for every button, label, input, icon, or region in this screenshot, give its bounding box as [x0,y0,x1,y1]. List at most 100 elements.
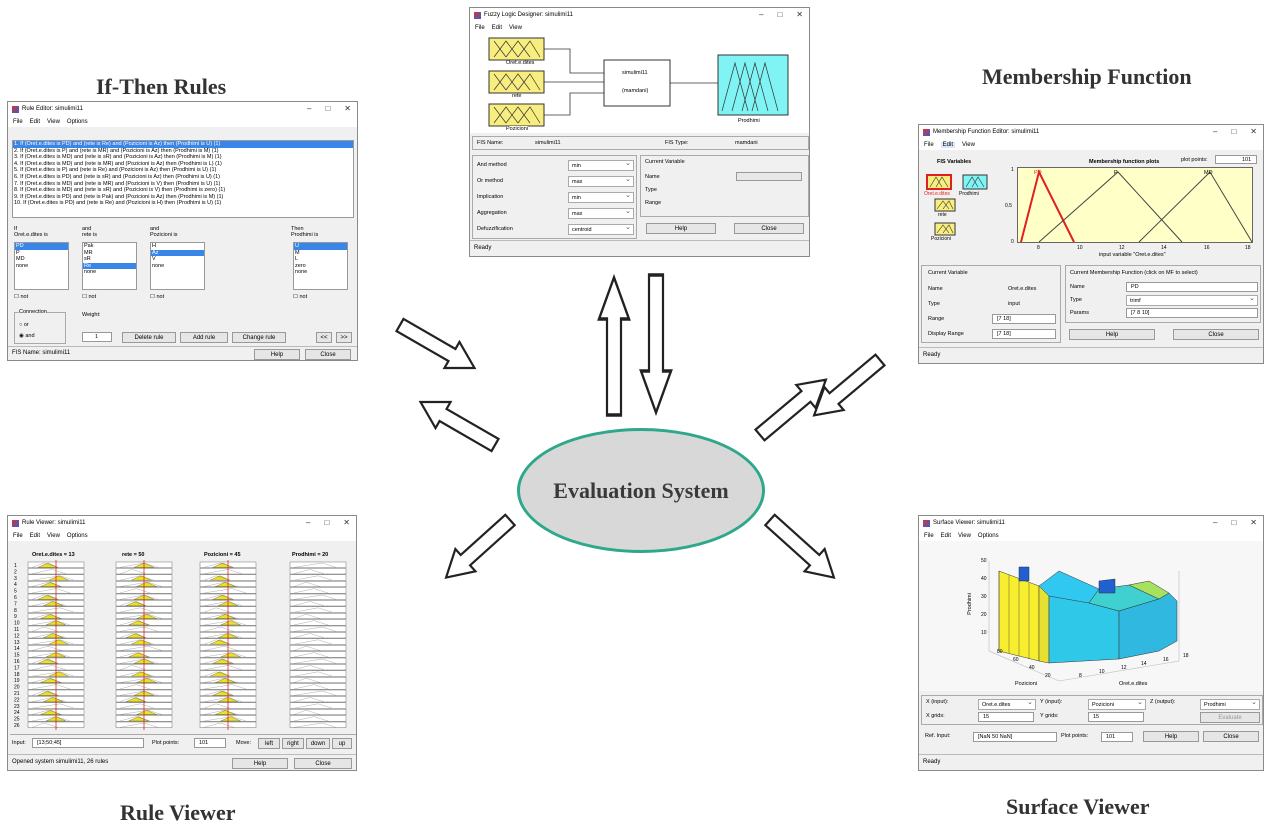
list-item[interactable]: none [84,269,97,276]
list-item[interactable]: none [16,262,29,269]
close-icon[interactable]: ✕ [1250,127,1257,136]
change-rule-button[interactable]: Change rule [232,332,286,343]
close-button[interactable]: Close [1173,329,1259,340]
menu-file[interactable]: File [475,24,485,31]
x-grids-input[interactable]: 15 [978,712,1034,722]
method-select[interactable]: min [568,159,634,171]
close-icon[interactable]: ✕ [1250,518,1257,527]
mf-md-curve[interactable] [1138,171,1253,243]
menu-view[interactable]: View [958,532,971,539]
method-select[interactable]: centroid [568,223,634,235]
menu-file[interactable]: File [924,141,934,148]
list-item[interactable]: Pak [84,243,94,249]
rule-item[interactable]: 8. If (Oret.e.dites is MD) and (rete is … [14,187,226,194]
list-item[interactable]: L [295,256,299,263]
menu-file[interactable]: File [924,532,934,539]
close-button[interactable]: Close [1203,731,1259,742]
list-item[interactable]: Az [151,249,204,257]
input-box-1[interactable] [488,37,545,61]
mf-pd-curve[interactable] [1020,169,1075,243]
list-item[interactable]: U [294,243,347,250]
y-input-select[interactable]: Pozicioni [1088,698,1146,710]
rule-item[interactable]: 5. If (Oret.e.dites is P) and (rete is R… [14,167,217,174]
rule-item[interactable]: 7. If (Oret.e.dites is MD) and (rete is … [14,180,221,187]
minimize-icon[interactable]: – [307,104,312,113]
plot-points-input[interactable]: 101 [1215,155,1257,164]
move-up-button[interactable]: up [332,738,352,749]
menu-file[interactable]: File [13,118,23,125]
maximize-icon[interactable]: □ [324,518,330,527]
rule-item[interactable]: 9. If (Oret.e.dites is PD) and (rete is … [14,193,224,200]
help-button[interactable]: Help [1069,329,1155,340]
help-button[interactable]: Help [646,223,716,234]
mf-params-input[interactable]: [7 8 10] [1126,308,1258,318]
minimize-icon[interactable]: – [759,10,764,19]
mf-p-curve[interactable] [1038,171,1183,243]
rule-viewer-plot[interactable]: 1234567891011121314151617181920212223242… [12,560,352,730]
not-checkbox[interactable]: ☐ not [14,294,29,300]
close-icon[interactable]: ✕ [344,104,351,113]
input-field[interactable]: [13;50;45] [32,738,144,748]
move-right-button[interactable]: right [282,738,304,749]
list-item[interactable]: none [295,269,308,276]
rule-item[interactable]: 4. If (Oret.e.dites is MD) and (rete is … [14,160,222,167]
close-button[interactable]: Close [294,758,352,769]
weight-input[interactable]: 1 [82,332,112,342]
menu-options[interactable]: Options [66,118,88,125]
add-rule-button[interactable]: Add rule [180,332,228,343]
rule-item[interactable]: 3. If (Oret.e.dites is MD) and (rete is … [14,154,222,161]
list-item[interactable]: sR [84,256,91,263]
move-down-button[interactable]: down [306,738,330,749]
maximize-icon[interactable]: □ [1231,127,1237,136]
system-box[interactable] [603,59,671,107]
close-button[interactable]: Close [305,349,351,360]
minimize-icon[interactable]: – [1213,127,1218,136]
rules-list[interactable]: 1. If (Oret.e.dites is PD) and (rete is … [12,140,354,218]
list-item[interactable]: H [152,243,156,249]
list-item[interactable]: P [16,249,20,256]
maximize-icon[interactable]: □ [1231,518,1237,527]
close-icon[interactable]: ✕ [343,518,350,527]
list-item[interactable]: MR [84,249,93,256]
next-button[interactable]: >> [336,332,352,343]
close-icon[interactable]: ✕ [796,10,803,19]
list-item[interactable]: MD [16,256,25,263]
not-checkbox[interactable]: ☐ not [82,294,97,300]
menu-options[interactable]: Options [977,532,999,539]
list-item[interactable]: Re [83,262,136,270]
or-radio[interactable]: ○ or [19,322,29,328]
list-item[interactable]: V [152,256,156,263]
not-checkbox[interactable]: ☐ not [150,294,165,300]
input-box-2[interactable] [488,70,545,94]
menu-view[interactable]: View [509,24,522,31]
list-item[interactable]: PD [15,243,68,250]
close-button[interactable]: Close [734,223,804,234]
menu-edit[interactable]: Edit [29,532,41,539]
menu-edit[interactable]: Edit [29,118,41,125]
mf-type-select[interactable]: trimf [1126,294,1258,306]
help-button[interactable]: Help [232,758,288,769]
minimize-icon[interactable]: – [306,518,311,527]
list-item[interactable]: none [152,262,165,269]
delete-rule-button[interactable]: Delete rule [122,332,176,343]
minimize-icon[interactable]: – [1213,518,1218,527]
move-left-button[interactable]: left [258,738,280,749]
method-select[interactable]: max [568,175,634,187]
menu-edit[interactable]: Edit [940,532,952,539]
ref-input-field[interactable]: [NaN 50 NaN] [973,732,1057,742]
menu-view[interactable]: View [47,532,60,539]
rule-item[interactable]: 10. If (Oret.e.dites is PD) and (rete is… [14,200,222,207]
help-button[interactable]: Help [1143,731,1199,742]
maximize-icon[interactable]: □ [325,104,331,113]
method-select[interactable]: min [568,191,634,203]
list-item[interactable]: zero [295,262,306,269]
mf-plot-area[interactable]: PD P MD [1017,167,1253,243]
surface-plot-area[interactable]: 50 40 30 20 10 Prodhimi 80 60 40 20 Pozi… [919,541,1263,691]
not-checkbox[interactable]: ☐ not [293,294,308,300]
output-box[interactable] [717,54,789,116]
menu-edit[interactable]: Edit [491,24,503,31]
display-range-input[interactable]: [7 18] [992,329,1056,339]
